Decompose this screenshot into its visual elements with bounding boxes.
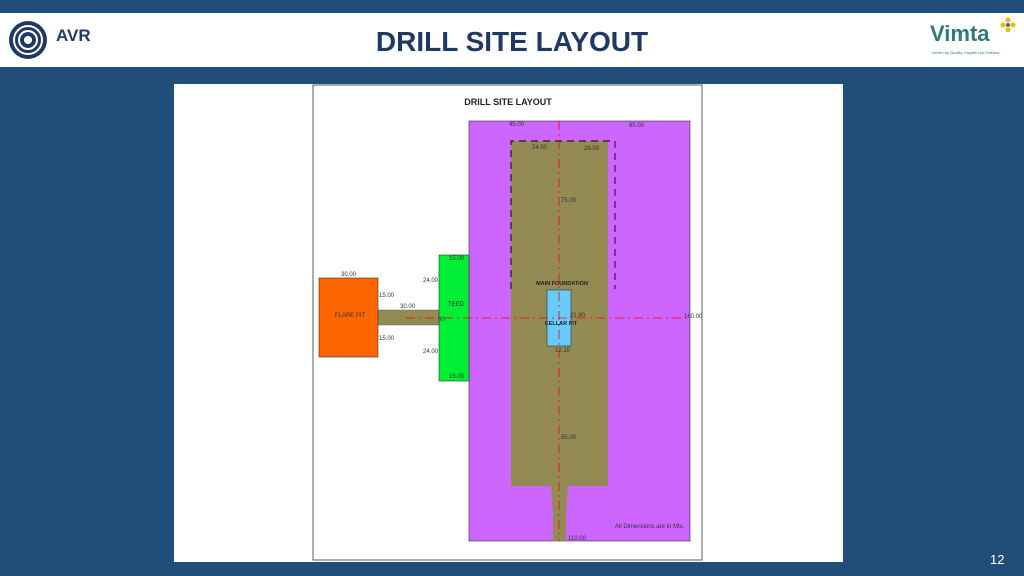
dim-24-top: 24.00 xyxy=(532,145,548,151)
drill-site-diagram: DRILL SITE LAYOUT FLARE PIT TEED MAIN FO… xyxy=(312,84,703,561)
dim-24-left-bottom: 24.00 xyxy=(423,349,439,355)
slide-title: DRILL SITE LAYOUT xyxy=(375,26,649,57)
dim-15-teed-top: 15.00 xyxy=(449,256,465,262)
dim-28: 28.00 xyxy=(584,146,600,152)
dim-110: 110.00 xyxy=(568,536,587,542)
road-taper xyxy=(551,486,568,514)
dim-65: 65.00 xyxy=(629,123,645,129)
dimensions-note: All Dimensions are in Mts. xyxy=(615,524,685,530)
dim-21-90: 21.90 xyxy=(570,313,586,319)
dim-12-10: 12.10 xyxy=(555,348,571,354)
dim-15-upper: 15.00 xyxy=(379,293,395,299)
flare-pipe xyxy=(377,309,440,326)
diagram-panel: DRILL SITE LAYOUT FLARE PIT TEED MAIN FO… xyxy=(174,84,843,562)
slide-header: AVR DRILL SITE LAYOUT Vimta Driven by Qu… xyxy=(0,13,1024,67)
flare-pit-label: FLARE PIT xyxy=(335,313,366,319)
dim-24-left-top: 24.00 xyxy=(423,278,439,284)
dim-15-lower: 15.00 xyxy=(379,336,395,342)
vimta-logo: Vimta Driven by Quality. Inspired by Sci… xyxy=(928,17,1018,63)
page-number: 12 xyxy=(990,552,1005,567)
avr-logo: AVR xyxy=(6,17,116,63)
teed-label: TEED xyxy=(448,302,465,308)
dim-00: 00 xyxy=(438,317,445,323)
dim-45: 45.00 xyxy=(509,122,525,128)
diagram-title: DRILL SITE LAYOUT xyxy=(464,97,552,107)
road-exit xyxy=(553,514,566,541)
cellar-pit-label: CELLAR PIT xyxy=(545,321,578,327)
main-foundation-label: MAIN FOUNDATION xyxy=(536,281,588,287)
dim-30-flare: 30.00 xyxy=(341,272,357,278)
vimta-logo-text: Vimta xyxy=(930,21,990,46)
dim-15-teed-bottom: 15.00 xyxy=(449,374,465,380)
dim-160: 160.00 xyxy=(684,314,703,320)
dim-75: 75.00 xyxy=(561,198,577,204)
avr-logo-text: AVR xyxy=(56,26,91,45)
vimta-logo-tagline: Driven by Quality. Inspired by Science. xyxy=(932,50,1001,55)
flare-pit xyxy=(318,277,379,358)
dim-85: 85.00 xyxy=(561,435,577,441)
flower-icon xyxy=(1000,17,1016,33)
avr-logo-icon xyxy=(9,21,47,59)
dim-30-pipe: 30.00 xyxy=(400,304,416,310)
dashed-boundary xyxy=(510,140,616,289)
